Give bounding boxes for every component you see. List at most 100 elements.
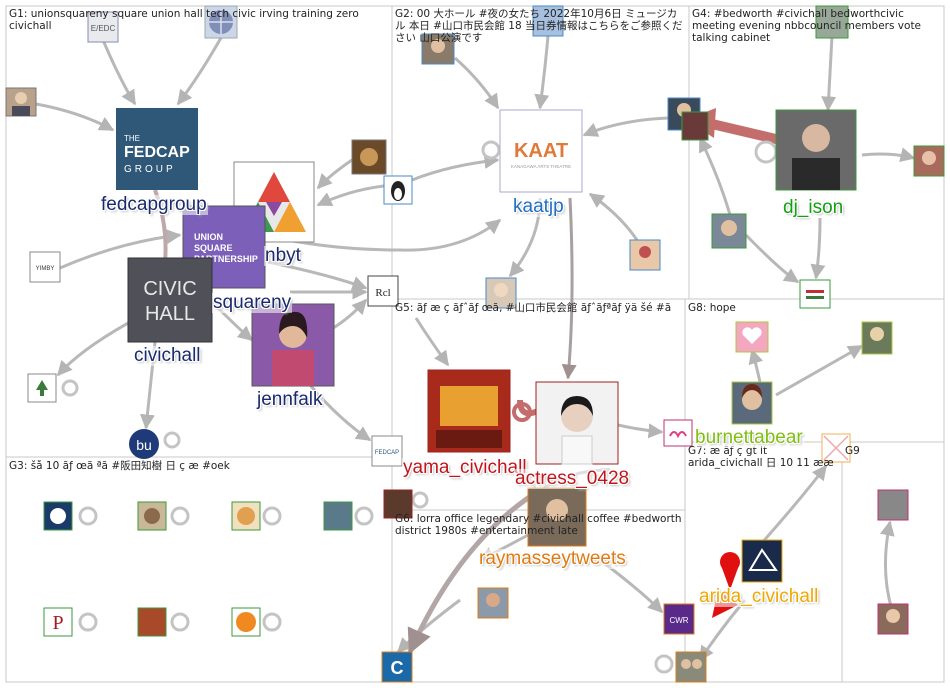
node-penguin[interactable] — [383, 175, 413, 205]
node-g8-woman[interactable] — [861, 321, 893, 355]
node-g3-p[interactable]: P — [43, 607, 73, 637]
self-loop — [754, 140, 778, 164]
node-g6-c[interactable]: C — [381, 651, 413, 683]
node-g3-4[interactable] — [323, 501, 353, 531]
label-fedcapgroup: fedcapgroup — [100, 194, 208, 215]
self-loop — [512, 402, 532, 422]
group-grid — [5, 5, 945, 683]
self-loop — [481, 140, 501, 160]
self-loops — [61, 140, 778, 674]
yimby-logo-text: YIMBY — [36, 266, 55, 272]
group-box-g8 — [684, 298, 945, 443]
label-squareny: squareny — [212, 292, 293, 313]
node-rcl[interactable]: Rcl — [367, 275, 399, 307]
group-title-g2: G2: 00 大ホール #夜の女たち 2022年10月6日 ミュージカル 本日 … — [395, 8, 683, 44]
node-globe[interactable] — [204, 5, 238, 39]
civic-logo-line2: HALL — [145, 303, 195, 325]
edge — [582, 116, 669, 137]
node-g6-couple[interactable] — [675, 651, 707, 683]
node-g2-photo2[interactable] — [532, 5, 564, 37]
node-arida_civichall[interactable] — [741, 539, 783, 583]
node-bu[interactable]: bu — [129, 429, 159, 459]
cwr-logo-text: CWR — [669, 616, 688, 625]
edge — [316, 158, 353, 190]
edge — [861, 147, 916, 163]
label-nbyt: nbyt — [264, 245, 302, 266]
node-g9-photo2[interactable] — [877, 603, 909, 635]
node-g2-photo1[interactable] — [421, 33, 455, 65]
node-civichall[interactable]: CIVIC HALL — [127, 257, 213, 343]
node-kaatjp[interactable]: KAAT KANAGAWA ARTS THEATRE — [499, 109, 583, 193]
fedcap-small-logo-text: FEDCAP — [375, 450, 399, 456]
edge — [588, 192, 639, 241]
fedcap-logo-line1: THE — [124, 134, 140, 143]
self-loop — [654, 654, 674, 674]
node-yama_civichall[interactable] — [427, 369, 511, 453]
node-g9-broken[interactable] — [821, 433, 851, 463]
node-g3-7[interactable] — [231, 607, 261, 637]
node-avatar-man[interactable] — [5, 87, 37, 117]
node-g2-doll[interactable] — [629, 239, 661, 271]
node-g2-woman[interactable] — [485, 277, 517, 309]
node-g4-small[interactable] — [681, 111, 709, 141]
edge — [758, 464, 828, 546]
node-g6-cwr[interactable]: CWR — [663, 603, 695, 635]
c-logo-text: C — [391, 658, 404, 678]
self-loop — [262, 612, 282, 632]
node-g7-red[interactable] — [720, 552, 740, 590]
civic-logo-line1: CIVIC — [143, 278, 196, 300]
node-jennfalk[interactable] — [251, 303, 335, 387]
label-actress_0428: actress_0428 — [514, 468, 631, 489]
node-g3-6[interactable] — [137, 607, 167, 637]
edc-logo-text: E/EDC — [91, 24, 116, 33]
node-food[interactable] — [351, 139, 387, 175]
label-dj_ison: dj_ison — [782, 197, 845, 218]
edge — [744, 233, 800, 284]
edge — [810, 217, 826, 280]
edge — [176, 35, 224, 106]
node-burnettabear[interactable] — [731, 381, 773, 425]
self-loop — [163, 431, 181, 449]
node-g5-photo[interactable] — [383, 489, 413, 519]
edge — [101, 39, 137, 106]
label-civichall: civichall — [133, 345, 202, 366]
group-box-g3 — [5, 456, 393, 683]
kaat-logo-line1: KAAT — [514, 140, 568, 162]
node-edc[interactable]: E/EDC — [87, 11, 119, 43]
node-g5-pink[interactable] — [663, 419, 693, 447]
bu-logo-text: bu — [136, 437, 152, 453]
node-g3-3[interactable] — [231, 501, 261, 531]
edge — [821, 35, 837, 112]
node-g4-man2[interactable] — [711, 213, 747, 249]
node-g4-top[interactable] — [815, 5, 849, 39]
self-loops-red — [512, 402, 532, 422]
node-fedcap-small[interactable]: FEDCAP — [371, 435, 403, 467]
label-kaatjp: kaatjp — [512, 196, 565, 217]
edge — [879, 520, 895, 611]
group-title-g7: G7: æ ãƒ ç gt lt arida_civichall 日 10 11… — [688, 445, 834, 469]
edge — [396, 598, 461, 654]
node-g4-woman[interactable] — [913, 145, 945, 177]
self-loop — [170, 612, 190, 632]
fedcap-logo-line3: GROUP — [124, 164, 176, 175]
node-g8-heart[interactable] — [735, 321, 769, 353]
edge — [698, 136, 732, 216]
node-g6-man[interactable] — [477, 587, 509, 619]
node-g9-photo1[interactable] — [877, 489, 909, 521]
self-loop — [170, 506, 190, 526]
self-loop — [78, 506, 98, 526]
node-actress_0428[interactable] — [535, 381, 619, 465]
node-dj_ison[interactable] — [775, 109, 857, 191]
edge — [710, 119, 782, 145]
edge — [329, 298, 368, 332]
edge — [407, 487, 542, 655]
node-g3-1[interactable] — [43, 501, 73, 531]
self-loop — [262, 506, 282, 526]
node-yimby[interactable]: YIMBY — [29, 251, 61, 283]
node-g3-2[interactable] — [137, 501, 167, 531]
group-title-g1: G1: unionsquareny square union hall tech… — [9, 8, 359, 32]
node-raymasseytweets[interactable] — [527, 487, 587, 547]
node-tree-logo[interactable] — [27, 373, 57, 403]
node-g4-logo[interactable] — [799, 279, 831, 309]
node-fedcapgroup[interactable]: THE FEDCAP GROUP — [116, 108, 198, 190]
